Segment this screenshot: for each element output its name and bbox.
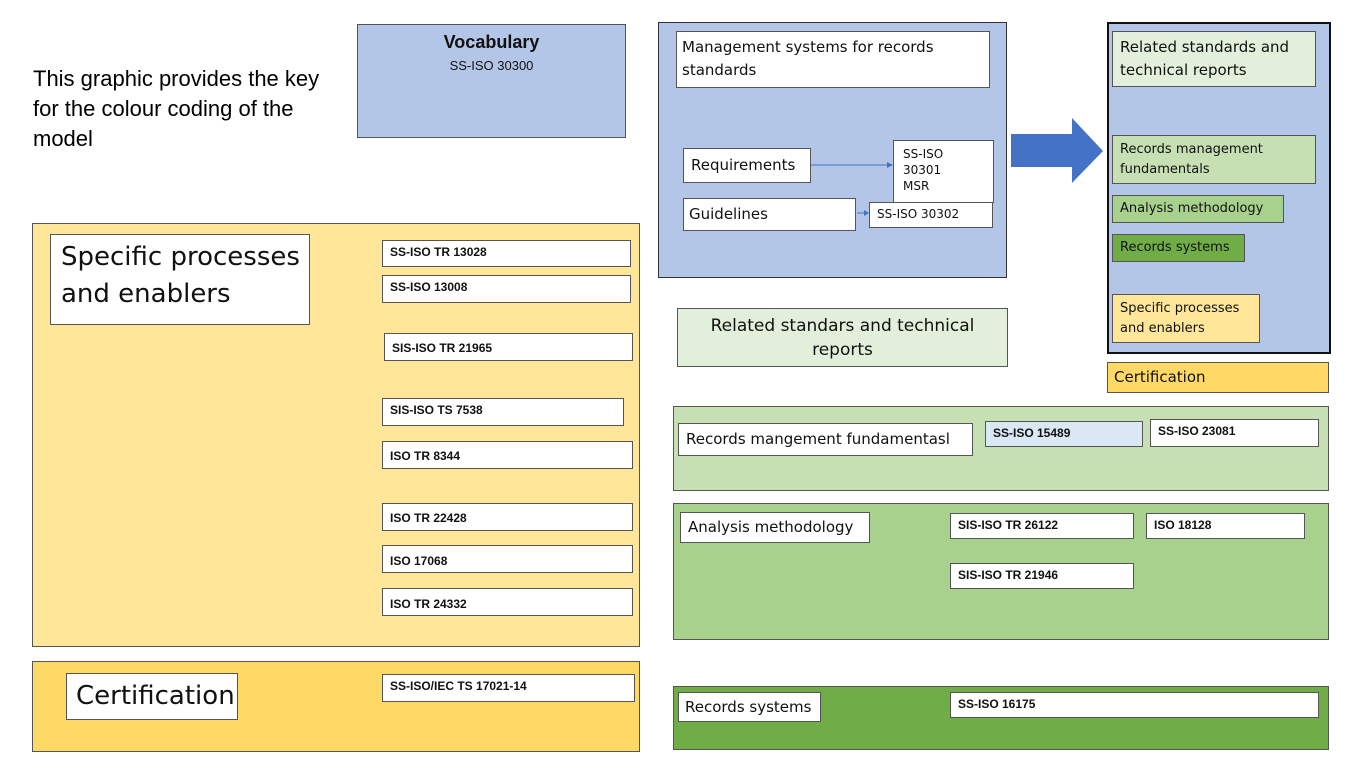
code-iso-tr-8344: ISO TR 8344 <box>382 441 633 469</box>
requirements-arrowhead <box>887 162 893 168</box>
code-iso-18128: ISO 18128 <box>1146 513 1305 539</box>
guidelines-label: Guidelines <box>683 198 856 231</box>
code-ss-iso-16175: SS-ISO 16175 <box>950 692 1319 718</box>
code-sis-iso-tr-21946: SIS-ISO TR 21946 <box>950 563 1134 589</box>
vocabulary-box: Vocabulary SS-ISO 30300 <box>357 24 626 138</box>
code-ss-iso-23081: SS-ISO 23081 <box>1150 419 1319 447</box>
key-related: Related standards and technical reports <box>1112 31 1316 87</box>
code-iso-tr-22428: ISO TR 22428 <box>382 503 633 531</box>
code-iso-tr-24332: ISO TR 24332 <box>382 588 633 616</box>
key-systems: Records systems <box>1112 234 1245 262</box>
vocabulary-code: SS-ISO 30300 <box>449 58 534 73</box>
code-iso-17068: ISO 17068 <box>382 545 633 573</box>
code-ss-iso-13008: SS-ISO 13008 <box>382 275 631 303</box>
analysis-label: Analysis methodology <box>680 512 870 543</box>
intro-text: This graphic provides the key for the co… <box>33 66 320 151</box>
guidelines-code: SS-ISO 30302 <box>869 202 993 228</box>
key-certification: Certification <box>1107 362 1329 393</box>
key-analysis: Analysis methodology <box>1112 195 1284 223</box>
code-ss-iso-15489: SS-ISO 15489 <box>985 421 1143 447</box>
key-specific: Specific processes and enablers <box>1112 294 1260 343</box>
specific-processes-label: Specific processes and enablers <box>50 234 310 325</box>
requirements-label: Requirements <box>683 148 811 183</box>
certification-label: Certification <box>66 673 238 720</box>
big-right-arrow <box>1011 118 1103 183</box>
code-ss-iso-iec-ts-17021-14: SS-ISO/IEC TS 17021-14 <box>382 674 635 702</box>
msr-title: Management systems for records standards <box>676 31 990 88</box>
code-sis-iso-tr-21965: SIS-ISO TR 21965 <box>384 333 633 361</box>
vocabulary-title: Vocabulary <box>443 32 540 52</box>
guidelines-arrowhead <box>864 210 869 216</box>
fundamentals-label: Records mangement fundamentasl <box>678 423 973 456</box>
code-ss-iso-tr-13028: SS-ISO TR 13028 <box>382 240 631 267</box>
requirements-code: SS-ISO 30301 MSR <box>893 140 994 203</box>
related-standards-center: Related standars and technical reports <box>677 308 1008 367</box>
code-sis-iso-tr-26122: SIS-ISO TR 26122 <box>950 513 1134 539</box>
records-systems-label: Records systems <box>678 692 821 722</box>
code-sis-iso-ts-7538: SIS-ISO TS 7538 <box>382 398 624 426</box>
key-fundamentals: Records management fundamentals <box>1112 135 1316 184</box>
